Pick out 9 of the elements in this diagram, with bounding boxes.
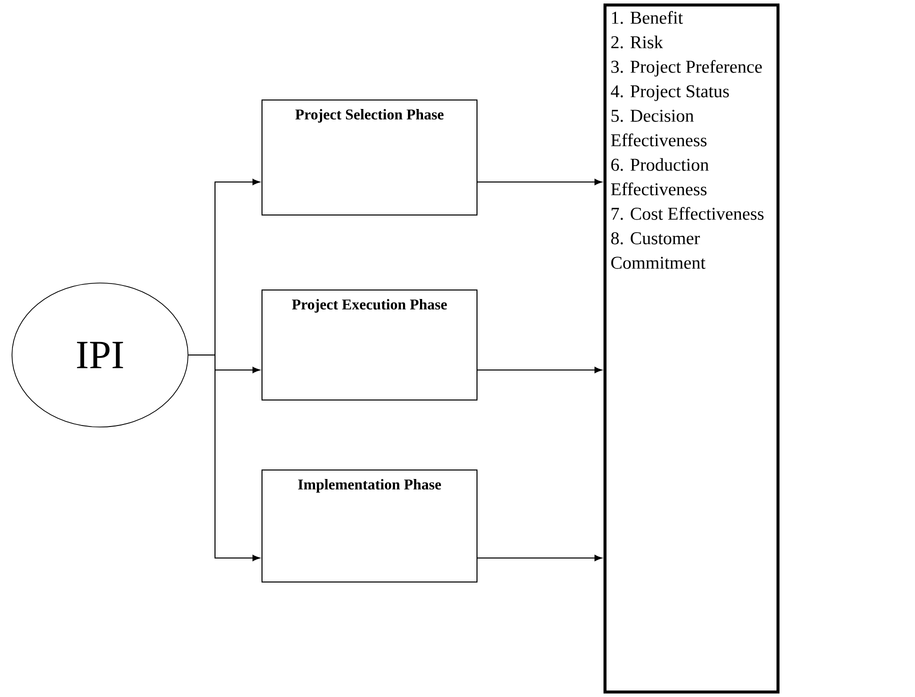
arrow xyxy=(477,554,602,562)
list-box: 1. Benefit 2. Risk 3. Project Preference 4. Project Status 5. Decision Effectiveness 6. Production Effectiveness 7. Cost Effectiveness 8. Customer Commitment xyxy=(604,4,780,694)
oval-node: IPI xyxy=(12,282,188,428)
arrow xyxy=(477,178,602,186)
arrow xyxy=(188,354,260,562)
phase-box: Project Execution Phase xyxy=(262,290,478,400)
phase-box: Project Selection Phase xyxy=(262,100,478,216)
arrow xyxy=(477,366,602,374)
phase-box: Implementation Phase xyxy=(262,470,478,582)
